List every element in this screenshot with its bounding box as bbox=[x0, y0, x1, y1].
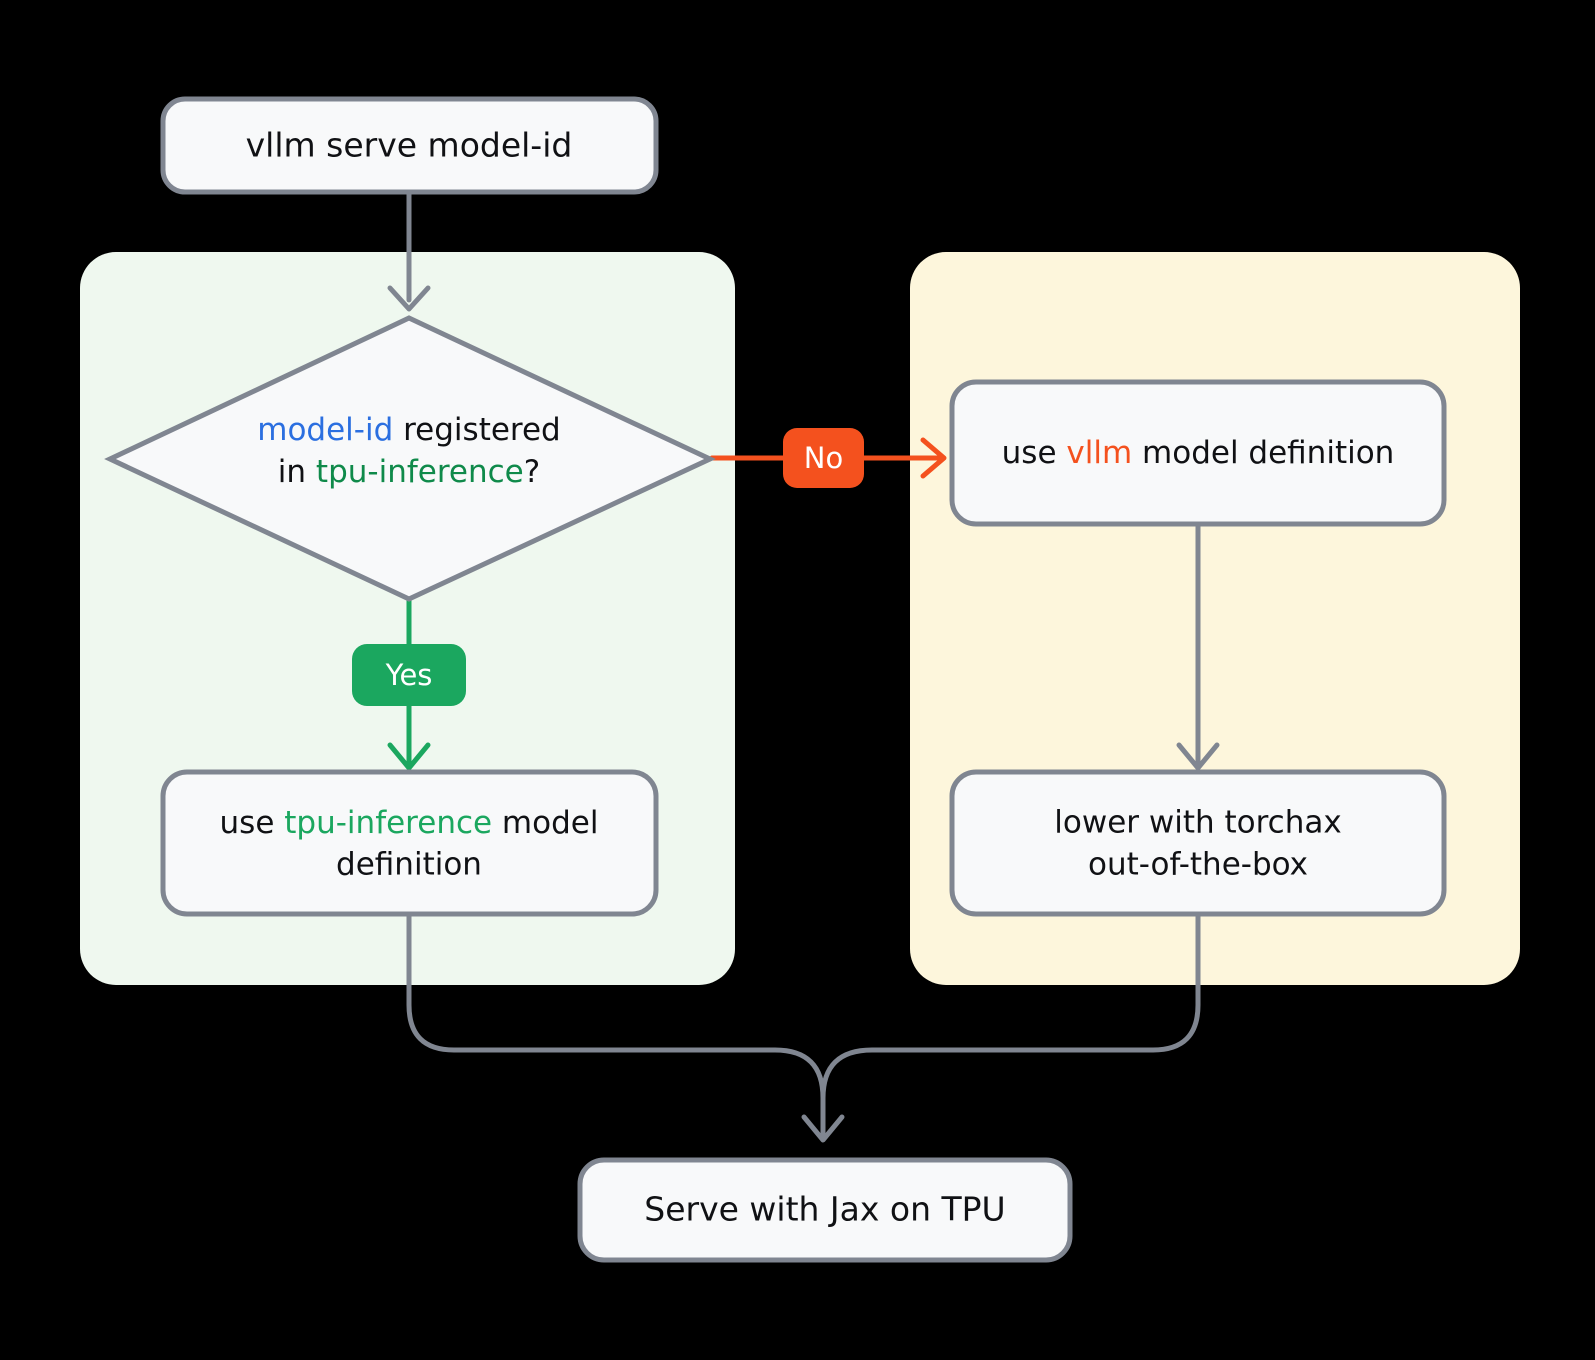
arrowhead-vllm-to-torchax bbox=[1176, 742, 1220, 771]
decision-line2-prefix: in bbox=[278, 454, 316, 490]
node-lower-with-torchax[interactable]: lower with torchax out-of-the-box bbox=[949, 769, 1447, 917]
node-use-tpu-inference-line2: definition bbox=[336, 847, 482, 883]
node-use-vllm-definition[interactable]: use vllm model definition bbox=[949, 379, 1447, 527]
badge-yes-bg bbox=[352, 644, 466, 706]
tpu-line-suffix: model bbox=[492, 805, 598, 841]
node-decision-line2: in tpu-inference? bbox=[278, 454, 540, 490]
node-use-tpu-inference-line1: use tpu-inference model bbox=[220, 805, 599, 841]
edge-tpu-to-end bbox=[406, 912, 826, 1139]
node-start-label: vllm serve model-id bbox=[246, 126, 573, 165]
token-tpu-inference-box: tpu-inference bbox=[284, 805, 492, 841]
node-use-tpu-inference-definition-box[interactable] bbox=[160, 769, 659, 917]
badge-no-bg bbox=[783, 428, 864, 488]
badge-no-label: No bbox=[804, 441, 843, 475]
node-decision-diamond[interactable] bbox=[104, 315, 716, 602]
node-end[interactable]: Serve with Jax on TPU bbox=[577, 1157, 1073, 1263]
badge-yes-label: Yes bbox=[385, 658, 433, 692]
token-model-id: model-id bbox=[257, 412, 393, 448]
tpu-line-prefix: use bbox=[220, 805, 285, 841]
arrowhead-start-to-decision bbox=[387, 285, 431, 312]
vllm-line-prefix: use bbox=[1002, 435, 1067, 471]
arrowhead-no-to-vllm-box bbox=[920, 437, 947, 479]
decision-line2-suffix: ? bbox=[524, 454, 540, 490]
edge-label-no: No bbox=[783, 428, 864, 488]
edge-label-yes: Yes bbox=[352, 644, 466, 706]
node-end-box[interactable] bbox=[577, 1157, 1073, 1263]
node-decision[interactable]: model-id registered in tpu-inference? bbox=[104, 315, 716, 602]
node-lower-with-torchax-line1: lower with torchax bbox=[1054, 805, 1341, 841]
node-use-vllm-definition-label: use vllm model definition bbox=[1002, 435, 1395, 471]
node-start[interactable]: vllm serve model-id bbox=[160, 96, 659, 195]
edge-torchax-to-end bbox=[820, 912, 1201, 1139]
node-lower-with-torchax-line2: out-of-the-box bbox=[1088, 847, 1308, 883]
decision-line1-rest: registered bbox=[393, 412, 560, 448]
node-use-tpu-inference-definition[interactable]: use tpu-inference model definition bbox=[160, 769, 659, 917]
node-decision-line1: model-id registered bbox=[257, 412, 561, 448]
vllm-line-suffix: model definition bbox=[1132, 435, 1394, 471]
token-tpu-inference: tpu-inference bbox=[316, 454, 524, 490]
node-end-label: Serve with Jax on TPU bbox=[644, 1190, 1005, 1229]
arrowhead-yes-to-tpu-box bbox=[387, 742, 431, 771]
token-vllm: vllm bbox=[1066, 435, 1132, 471]
node-use-vllm-definition-box[interactable] bbox=[949, 379, 1447, 527]
arrowhead-merge-to-end bbox=[801, 1114, 845, 1143]
node-lower-with-torchax-box[interactable] bbox=[949, 769, 1447, 917]
node-start-box[interactable] bbox=[160, 96, 659, 195]
